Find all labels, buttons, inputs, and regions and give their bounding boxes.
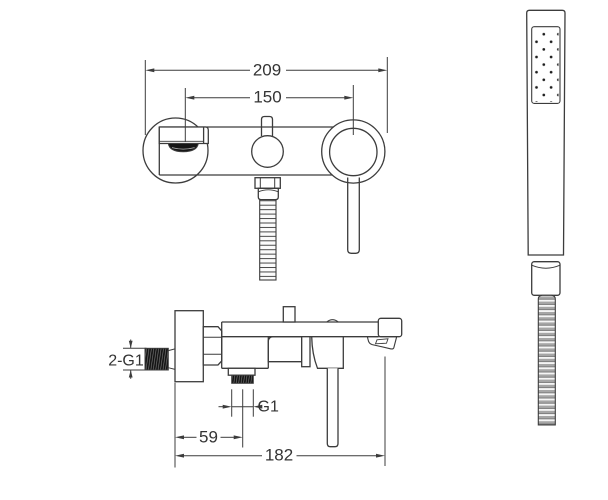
- handle-hub-inner: [328, 127, 378, 177]
- dim-label-209: 209: [253, 60, 281, 79]
- inlet-thread: [144, 347, 169, 371]
- diverter-stub-side: [282, 306, 296, 323]
- dim-label-182: 182: [265, 446, 293, 465]
- dim-182: 182: [175, 356, 386, 466]
- lever-mount-side: [311, 336, 344, 369]
- spout: [158, 126, 209, 145]
- dim-label-2g1: 2-G1: [108, 353, 144, 370]
- front-view: [142, 115, 386, 281]
- dim-209: 209: [144, 57, 388, 135]
- dim-label-59: 59: [199, 427, 218, 446]
- lever-handle-side: [326, 368, 339, 448]
- dim-2g1: 2-G1: [108, 339, 147, 379]
- mounting-nut: [202, 326, 223, 366]
- hose-nut-front: [254, 177, 281, 201]
- hand-shower: [526, 9, 566, 426]
- diverter-knob: [251, 135, 284, 168]
- cartridge-edge: [301, 336, 311, 368]
- spout-aerator: [167, 143, 199, 153]
- lever-pivot-bump: [326, 319, 339, 323]
- spray-face: [531, 26, 561, 104]
- outlet-collar: [227, 367, 256, 376]
- dim-label-150: 150: [253, 88, 281, 107]
- shower-hose: [537, 294, 556, 426]
- lever-handle-front: [347, 177, 360, 254]
- outlet-thread: [231, 374, 254, 384]
- hose-connector: [531, 261, 561, 296]
- wall-flange: [174, 310, 204, 383]
- diverter-stem: [260, 115, 274, 136]
- dim-150: 150: [184, 85, 354, 142]
- dim-59: 59: [174, 382, 244, 468]
- wall-escutcheon-circle: [142, 117, 209, 184]
- dim-g1: G1: [218, 389, 279, 417]
- cartridge-detail: [267, 336, 303, 363]
- spout-end-cap: [377, 317, 403, 338]
- spout-aerator-side: [366, 336, 398, 350]
- dim-label-g1: G1: [258, 399, 279, 416]
- shower-hose-front: [259, 199, 277, 281]
- side-view: [144, 306, 403, 448]
